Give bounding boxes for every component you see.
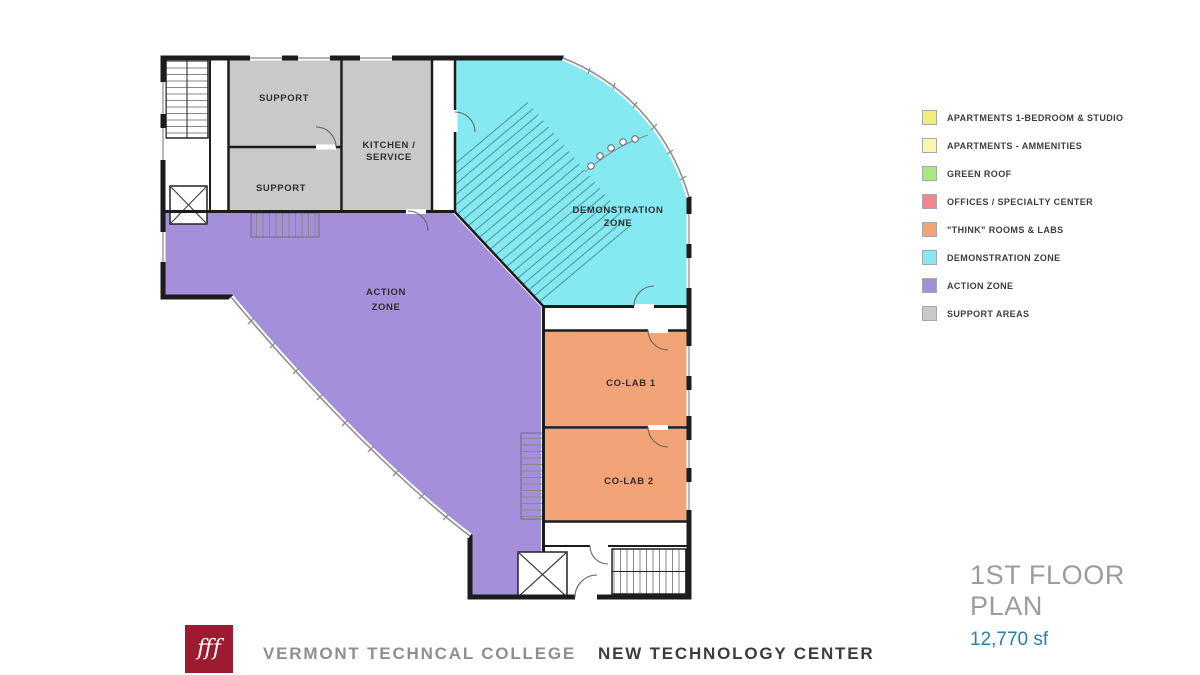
legend-label: ACTION ZONE (947, 280, 1014, 291)
curtain-wall-curves (228, 55, 692, 539)
plan-title: 1ST FLOOR PLAN (970, 560, 1125, 621)
kitchen-label-line2: SERVICE (366, 152, 412, 163)
stairwell-southeast (611, 548, 687, 595)
legend-label: "THINK" ROOMS & LABS (947, 224, 1064, 235)
stairwell-northwest (165, 59, 209, 139)
legend-item: "THINK" ROOMS & LABS (922, 222, 1123, 237)
legend-swatch-think-rooms (922, 222, 937, 237)
colab2-label: CO-LAB 2 (604, 476, 654, 487)
windows (160, 55, 692, 510)
legend-item: SUPPORT AREAS (922, 306, 1123, 321)
legend-swatch-offices (922, 194, 937, 209)
colab2-area (543, 429, 689, 521)
legend-item: APARTMENTS 1-BEDROOM & STUDIO (922, 110, 1123, 125)
kitchen-area (343, 60, 432, 211)
legend-item: DEMONSTRATION ZONE (922, 250, 1123, 265)
demo-chairs (584, 134, 649, 173)
legend-swatch-apartments-1bed (922, 110, 937, 125)
support-room-2-label: SUPPORT (256, 183, 306, 194)
colab1-label: CO-LAB 1 (606, 378, 656, 389)
legend-label: APARTMENTS - AMMENITIES (947, 140, 1083, 151)
firm-logo: fff (185, 625, 233, 673)
legend-item: GREEN ROOF (922, 166, 1123, 181)
legend-label: DEMONSTRATION ZONE (947, 252, 1061, 263)
legend-swatch-support-areas (922, 306, 937, 321)
project-name: NEW TECHNOLOGY CENTER (598, 644, 875, 663)
legend-item: ACTION ZONE (922, 278, 1123, 293)
kitchen-label-line1: KITCHEN / (363, 140, 416, 151)
legend-label: APARTMENTS 1-BEDROOM & STUDIO (947, 112, 1124, 123)
floor-plan: SUPPORT SUPPORT KITCHEN / SERVICE DEMONS… (160, 55, 692, 600)
demo-seating-hatch (455, 99, 634, 307)
legend-swatch-demonstration-zone (922, 250, 937, 265)
legend-label: OFFICES / SPECIALTY CENTER (947, 196, 1094, 207)
firm-logo-text: fff (197, 636, 221, 661)
legend-label: SUPPORT AREAS (947, 308, 1030, 319)
support-room-1-label: SUPPORT (259, 93, 309, 104)
footer-text: VERMONT TECHNCAL COLLEGE NEW TECHNOLOGY C… (263, 644, 874, 673)
stair-mid (250, 212, 320, 238)
support-room-1-area (228, 60, 341, 147)
legend-item: OFFICES / SPECIALTY CENTER (922, 194, 1123, 209)
footer: fff VERMONT TECHNCAL COLLEGE NEW TECHNOLO… (185, 625, 874, 673)
room-labels: SUPPORT SUPPORT KITCHEN / SERVICE DEMONS… (256, 93, 663, 487)
action-zone-label-line1: ACTION (366, 287, 406, 298)
demonstration-zone-label-line2: ZONE (604, 218, 633, 229)
elevator-northwest (169, 185, 208, 225)
plan-area-sf: 12,770 sf (970, 629, 1049, 650)
legend-item: APARTMENTS - AMMENITIES (922, 138, 1123, 153)
legend-swatch-action-zone (922, 278, 937, 293)
college-name: VERMONT TECHNCAL COLLEGE (263, 644, 576, 663)
demonstration-zone-label-line1: DEMONSTRATION (572, 205, 663, 216)
legend: APARTMENTS 1-BEDROOM & STUDIO APARTMENTS… (922, 110, 1123, 321)
legend-swatch-green-roof (922, 166, 937, 181)
legend-label: GREEN ROOF (947, 168, 1012, 179)
support-room-2-area (228, 147, 341, 211)
colab1-area (543, 330, 689, 427)
stair-east (520, 432, 544, 520)
title-block: 1ST FLOOR PLAN 12,770 sf (970, 560, 1200, 651)
legend-swatch-apartments-amenities (922, 138, 937, 153)
elevator-south (517, 551, 568, 598)
action-zone-area (165, 212, 541, 595)
action-zone-label-line2: ZONE (372, 302, 401, 313)
doors (315, 110, 669, 600)
